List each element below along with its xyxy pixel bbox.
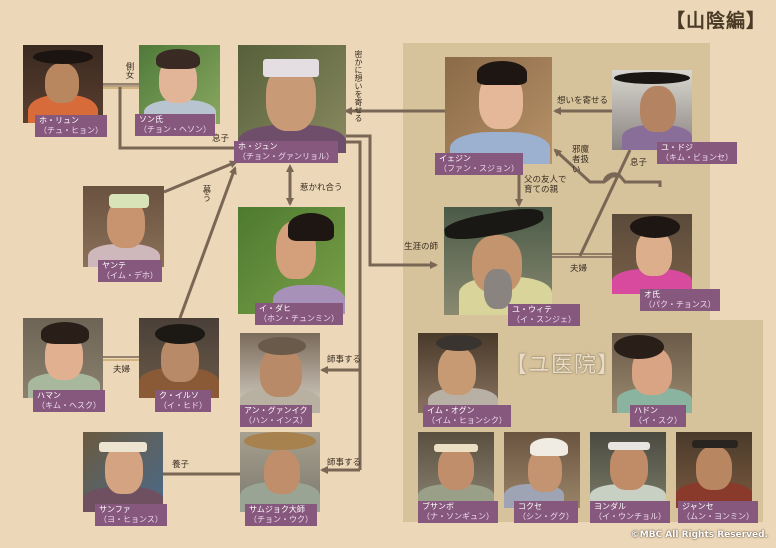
role-name: ユ・ドジ <box>661 143 693 152</box>
name-label-haman: ハマン （キム・ヘスク） <box>33 390 105 412</box>
role-name: ハマン <box>37 391 61 400</box>
role-name: オ氏 <box>644 290 660 299</box>
portrait-hadon <box>612 333 692 413</box>
name-label-yondal: ヨンダル （イ・ウンチョル） <box>590 501 670 523</box>
actor-name: （パク・チョンス） <box>644 300 716 309</box>
actor-name: （イ・スンジェ） <box>512 315 576 324</box>
name-label-jangse: ジャンセ （ムン・ヨンミン） <box>678 501 758 523</box>
relation-label-apprentice-samjok: 師事する <box>327 458 362 468</box>
name-label-yejin: イェジン （ファン・スジョン） <box>435 153 523 175</box>
portrait-ho-jun <box>238 45 346 153</box>
actor-name: （ホン・チュンミン） <box>259 314 339 323</box>
relation-label-couple-ku: 夫婦 <box>113 365 131 375</box>
relation-label-apprentice-an: 師事する <box>327 355 362 365</box>
portrait-an-gwanik <box>240 333 320 413</box>
actor-name: （チュ・ヒョン） <box>39 126 103 135</box>
yu-clinic-label: 【ユ医院】 <box>505 353 621 378</box>
name-label-samjok: サムジョク大師 （チョン・ウク） <box>245 504 317 526</box>
portrait-jangse <box>676 432 752 508</box>
portrait-im-ogun <box>418 333 498 413</box>
actor-name: （キム・ヘスク） <box>37 401 101 410</box>
actor-name: （ナ・ソンギュン） <box>422 512 494 521</box>
name-label-yu-doji: ユ・ドジ （キム・ビョンセ） <box>657 142 737 164</box>
portrait-yondal <box>590 432 666 508</box>
portrait-ku-ilso <box>139 318 219 398</box>
role-name: ヤンテ <box>102 261 126 270</box>
relation-label-nuisance: 邪魔者扱い <box>572 145 590 175</box>
relation-label-mentor: 生涯の師 <box>404 242 439 252</box>
actor-name: （イム・ヒョンシク） <box>427 416 507 425</box>
actor-name: （キム・ビョンセ） <box>661 153 733 162</box>
relation-label-admire: 慕う <box>201 185 211 202</box>
role-name: アン・グァンイク <box>244 406 308 415</box>
name-label-sanfa: サンファ （ヨ・ヒョンス） <box>95 504 167 526</box>
name-label-i-dahi: イ・ダヒ （ホン・チュンミン） <box>255 303 343 325</box>
chart-title: 【山陰編】 <box>665 10 766 32</box>
role-name: イェジン <box>439 154 471 163</box>
actor-name: （イ・スク） <box>634 416 682 425</box>
role-name: ソン氏 <box>139 115 163 124</box>
portrait-haman <box>23 318 103 398</box>
relation-label-adopted: 養子 <box>172 460 190 470</box>
portrait-busanbo <box>418 432 494 508</box>
portrait-son-shi <box>139 45 220 124</box>
portrait-kokuse <box>504 432 580 508</box>
actor-name: （イム・デホ） <box>102 271 158 280</box>
role-name: ジャンセ <box>682 502 714 511</box>
name-label-im-ogun: イム・オグン （イム・ヒョンシク） <box>423 405 511 427</box>
relation-label-couple-yu: 夫婦 <box>570 264 588 274</box>
role-name: ホ・リュン <box>39 116 79 125</box>
name-label-yangte: ヤンテ （イム・デホ） <box>98 260 162 282</box>
portrait-yejin <box>445 57 552 164</box>
copyright-notice: ©MBC All Rights Reserved. <box>630 530 768 540</box>
portrait-yu-doji <box>612 70 692 150</box>
actor-name: （チョン・ヘソン） <box>139 125 211 134</box>
portrait-yu-uite <box>444 207 552 315</box>
actor-name: （ヨ・ヒョンス） <box>99 515 163 524</box>
relation-label-attracted: 惹かれ合う <box>300 183 343 193</box>
name-label-son-shi: ソン氏 （チョン・ヘソン） <box>135 114 215 136</box>
name-label-kokuse: コクセ （シン・グク） <box>514 501 578 523</box>
relation-label-secret-love: 密かに想いを寄せる <box>354 50 363 122</box>
name-label-ho-ryun: ホ・リュン （チュ・ヒョン） <box>35 115 107 137</box>
actor-name: （シン・グク） <box>518 512 574 521</box>
role-name: ヨンダル <box>594 502 626 511</box>
role-name: コクセ <box>518 502 542 511</box>
portrait-i-dahi <box>238 207 345 314</box>
actor-name: （チョン・ウク） <box>249 515 313 524</box>
role-name: ユ・ウィテ <box>512 305 552 314</box>
name-label-an-gwanik: アン・グァンイク （ハン・インス） <box>240 405 312 427</box>
name-label-ku-ilso: ク・イルソ （イ・ヒド） <box>155 390 211 412</box>
actor-name: （チョン・グァンリョル） <box>238 152 334 161</box>
actor-name: （ハン・インス） <box>244 416 308 425</box>
role-name: イ・ダヒ <box>259 304 291 313</box>
portrait-yangte <box>83 186 164 267</box>
actor-name: （イ・ウンチョル） <box>594 512 666 521</box>
name-label-hadon: ハドン （イ・スク） <box>630 405 686 427</box>
relation-label-foster: 父の友人で育ての親 <box>524 175 567 195</box>
name-label-ho-jun: ホ・ジュン （チョン・グァンリョル） <box>234 141 338 163</box>
role-name: ブサンボ <box>422 502 454 511</box>
role-name: ホ・ジュン <box>238 142 278 151</box>
name-label-yu-uite: ユ・ウィテ （イ・スンジェ） <box>508 304 580 326</box>
actor-name: （ムン・ヨンミン） <box>682 512 754 521</box>
actor-name: （イ・ヒド） <box>159 401 207 410</box>
portrait-ho-ryun <box>23 45 103 123</box>
portrait-o-shi <box>612 214 692 294</box>
role-name: ハドン <box>634 406 658 415</box>
relation-label-concubine: 側女 <box>124 62 134 79</box>
role-name: ク・イルソ <box>159 391 199 400</box>
portrait-sanfa <box>83 432 163 512</box>
role-name: サムジョク大師 <box>249 505 305 514</box>
name-label-busanbo: ブサンボ （ナ・ソンギュン） <box>418 501 498 523</box>
relation-label-son: 息子 <box>212 134 230 144</box>
role-name: サンファ <box>99 505 131 514</box>
name-label-o-shi: オ氏 （パク・チョンス） <box>640 289 720 311</box>
actor-name: （ファン・スジョン） <box>439 164 519 173</box>
relation-label-son-2: 息子 <box>630 158 648 168</box>
portrait-samjok <box>240 432 320 512</box>
role-name: イム・オグン <box>427 406 475 415</box>
relation-label-love: 想いを寄せる <box>557 96 609 106</box>
